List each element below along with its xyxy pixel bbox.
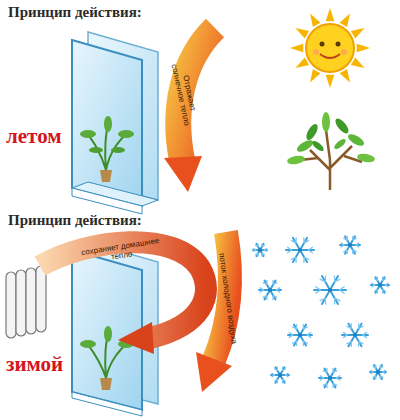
snowflake (342, 324, 368, 347)
window-winter (72, 242, 158, 416)
snowflake (286, 238, 314, 262)
sun-ray (340, 13, 350, 27)
radiator (6, 266, 46, 338)
season-label: зимой (6, 352, 63, 377)
sun-ray (310, 69, 320, 83)
sun-ray (357, 44, 370, 53)
snowflake (319, 368, 341, 387)
snowflake (288, 325, 312, 346)
sun-ray (340, 69, 350, 83)
snowflake (271, 367, 289, 383)
sun-ray (290, 44, 303, 53)
sun-ray (351, 28, 365, 38)
snowflake (340, 236, 360, 253)
snowflake (259, 280, 281, 299)
window-summer (72, 32, 158, 214)
heading: Принцип действия: (8, 212, 142, 229)
snowflake (253, 244, 267, 256)
sun-ray (326, 8, 335, 21)
sun-ray (295, 28, 309, 38)
sun-ray (326, 75, 335, 88)
bush (286, 112, 375, 190)
snowflake (314, 276, 346, 304)
sun-ray (351, 58, 365, 68)
sun-ray (295, 58, 309, 68)
heat-arrow-summer (164, 28, 215, 192)
season-label: летом (6, 124, 62, 149)
snowflake (371, 277, 389, 293)
sun (290, 8, 370, 88)
snowflakes (253, 236, 389, 387)
heading: Принцип действия: (8, 4, 142, 21)
snowflake (370, 365, 386, 379)
sun-ray (310, 13, 320, 27)
